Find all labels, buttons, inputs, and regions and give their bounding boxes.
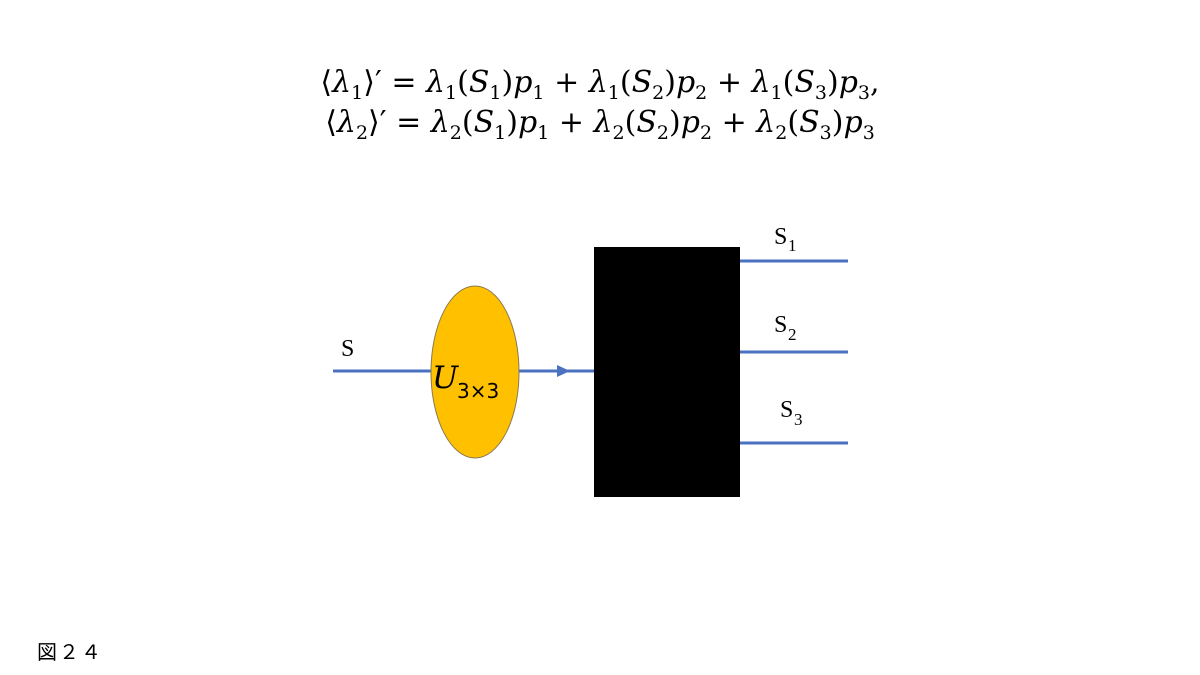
eq1-prime-equals: ′ = (374, 65, 417, 100)
equation-line-2: ⟨λ2⟩′ = λ2(S1)p1 + λ2(S2)p2 + λ2(S3)p3 (325, 105, 875, 144)
input-label: S (341, 336, 354, 362)
eq2-lhs-var: λ (336, 105, 356, 140)
figure-caption: 図２４ (37, 640, 103, 664)
arrow-head-icon (557, 365, 570, 377)
equation-line-1: ⟨λ1⟩′ = λ1(S1)p1 + λ1(S2)p2 + λ1(S3)p3, (320, 65, 880, 104)
unitary-label-sub: 3×3 (457, 379, 499, 403)
unitary-ellipse (431, 286, 519, 458)
measurement-box (594, 247, 740, 497)
output-label-3: S (780, 397, 793, 423)
unitary-label: U (432, 360, 459, 396)
eq2-prime-equals: ′ = (379, 105, 422, 140)
output-label-3-sub: 3 (794, 410, 803, 429)
output-label-1-sub: 1 (788, 236, 797, 255)
output-label-2-sub: 2 (788, 325, 797, 344)
output-label-2: S (774, 312, 787, 338)
output-label-1: S (774, 224, 787, 250)
eq1-lhs-var: λ (332, 65, 352, 100)
